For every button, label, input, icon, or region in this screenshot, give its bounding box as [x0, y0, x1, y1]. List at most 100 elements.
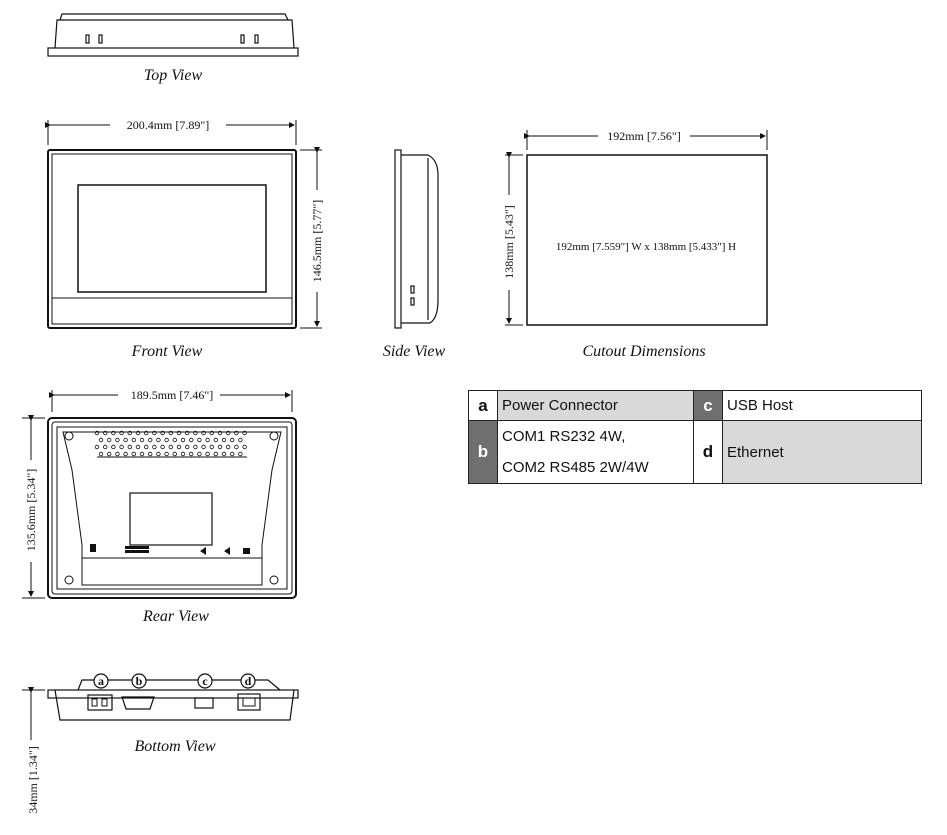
vent-hole [111, 444, 116, 450]
vent-hole [160, 444, 165, 450]
vent-hole [209, 430, 214, 436]
vent-hole [102, 444, 108, 450]
vent-hole [172, 451, 177, 457]
vent-hole [197, 437, 202, 443]
vent-hole [217, 444, 223, 450]
vent-hole [139, 451, 145, 457]
legend-key-d: d [693, 420, 723, 484]
legend-row: b COM1 RS232 4W, COM2 RS485 2W/4W d Ethe… [468, 420, 922, 484]
vent-hole [135, 444, 141, 450]
vent-hole [139, 437, 145, 443]
vent-hole [184, 444, 190, 450]
legend-label-c: USB Host [722, 390, 922, 421]
cutout-note: 192mm [7.559"] W x 138mm [5.433"] H [556, 241, 736, 253]
vent-hole [225, 430, 231, 436]
port-marker-a: a [98, 674, 104, 688]
cutout-width-label: 192mm [7.56"] [607, 129, 681, 143]
vent-hole [147, 437, 153, 443]
cutout-caption: Cutout Dimensions [582, 343, 705, 360]
vent-hole [197, 451, 202, 457]
vent-hole [193, 444, 198, 450]
legend-label-b-line1: COM1 RS232 4W, [502, 428, 626, 445]
legend-row: a Power Connector c USB Host [468, 390, 922, 421]
port-marker-d: d [245, 674, 252, 688]
legend-key-b: b [468, 420, 498, 484]
port-marker-circle [131, 673, 147, 689]
vent-hole [143, 430, 149, 436]
vent-hole [164, 437, 169, 443]
vent-hole [152, 430, 157, 436]
vent-hole [168, 430, 173, 436]
vent-hole [193, 430, 198, 436]
vent-hole [234, 444, 239, 450]
legend-label-a: Power Connector [497, 390, 694, 421]
vent-hole [160, 430, 165, 436]
vent-hole [180, 437, 186, 443]
vent-hole [221, 451, 227, 457]
vent-hole [188, 437, 194, 443]
vent-hole [115, 451, 120, 457]
vent-hole [123, 451, 128, 457]
front-view-drawing [45, 120, 322, 329]
cutout-height-label: 138mm [5.43"] [502, 205, 516, 279]
side-view-caption: Side View [383, 343, 446, 360]
vent-hole [156, 451, 161, 457]
rear-view-caption: Rear View [142, 608, 209, 625]
vent-hole [119, 430, 124, 436]
vent-hole [201, 444, 206, 450]
port-marker-b: b [136, 674, 143, 688]
rear-port-labels [90, 544, 250, 555]
vent-hole [180, 451, 186, 457]
vent-hole [213, 451, 218, 457]
vent-hole [172, 437, 177, 443]
vent-hole [94, 430, 100, 436]
vent-hole [111, 430, 116, 436]
vent-hole [176, 444, 182, 450]
front-height-label: 146.5mm [5.77"] [310, 200, 324, 283]
vent-hole [127, 444, 132, 450]
rear-view-drawing [22, 390, 297, 599]
vent-hole [106, 437, 112, 443]
bottom-view-caption: Bottom View [134, 738, 215, 755]
top-view-caption: Top View [144, 67, 203, 84]
vent-hole [123, 437, 128, 443]
vent-hole [164, 451, 169, 457]
vent-hole [213, 437, 218, 443]
rear-width-label: 189.5mm [7.46"] [131, 388, 214, 402]
vent-hole [242, 430, 247, 436]
vent-hole [98, 437, 104, 443]
port-marker-circle [93, 673, 109, 689]
vent-hole [143, 444, 149, 450]
vent-hole [225, 444, 231, 450]
vent-hole [131, 451, 136, 457]
vent-hole [209, 444, 214, 450]
vent-holes [94, 430, 247, 457]
bottom-depth-label: 34mm [1.34"] [26, 746, 40, 814]
vent-hole [229, 451, 235, 457]
vent-hole [131, 437, 136, 443]
legend-label-b: COM1 RS232 4W, COM2 RS485 2W/4W [497, 420, 694, 484]
vent-hole [135, 430, 141, 436]
vent-hole [221, 437, 227, 443]
legend-key-a: a [468, 390, 498, 421]
vent-hole [242, 444, 247, 450]
vent-hole [98, 451, 104, 457]
vent-hole [201, 430, 206, 436]
vent-hole [156, 437, 161, 443]
vent-hole [168, 444, 173, 450]
legend-label-d: Ethernet [722, 420, 922, 484]
vent-hole [238, 437, 243, 443]
top-view-drawing [47, 13, 299, 57]
bottom-view-drawing [22, 679, 299, 740]
vent-hole [234, 430, 239, 436]
front-width-label: 200.4mm [7.89"] [127, 118, 210, 132]
port-marker-c: c [202, 674, 208, 688]
vent-hole [119, 444, 124, 450]
legend-key-c: c [693, 390, 723, 421]
vent-hole [106, 451, 112, 457]
vent-hole [147, 451, 153, 457]
front-view-caption: Front View [131, 343, 203, 360]
vent-hole [188, 451, 194, 457]
vent-hole [184, 430, 190, 436]
